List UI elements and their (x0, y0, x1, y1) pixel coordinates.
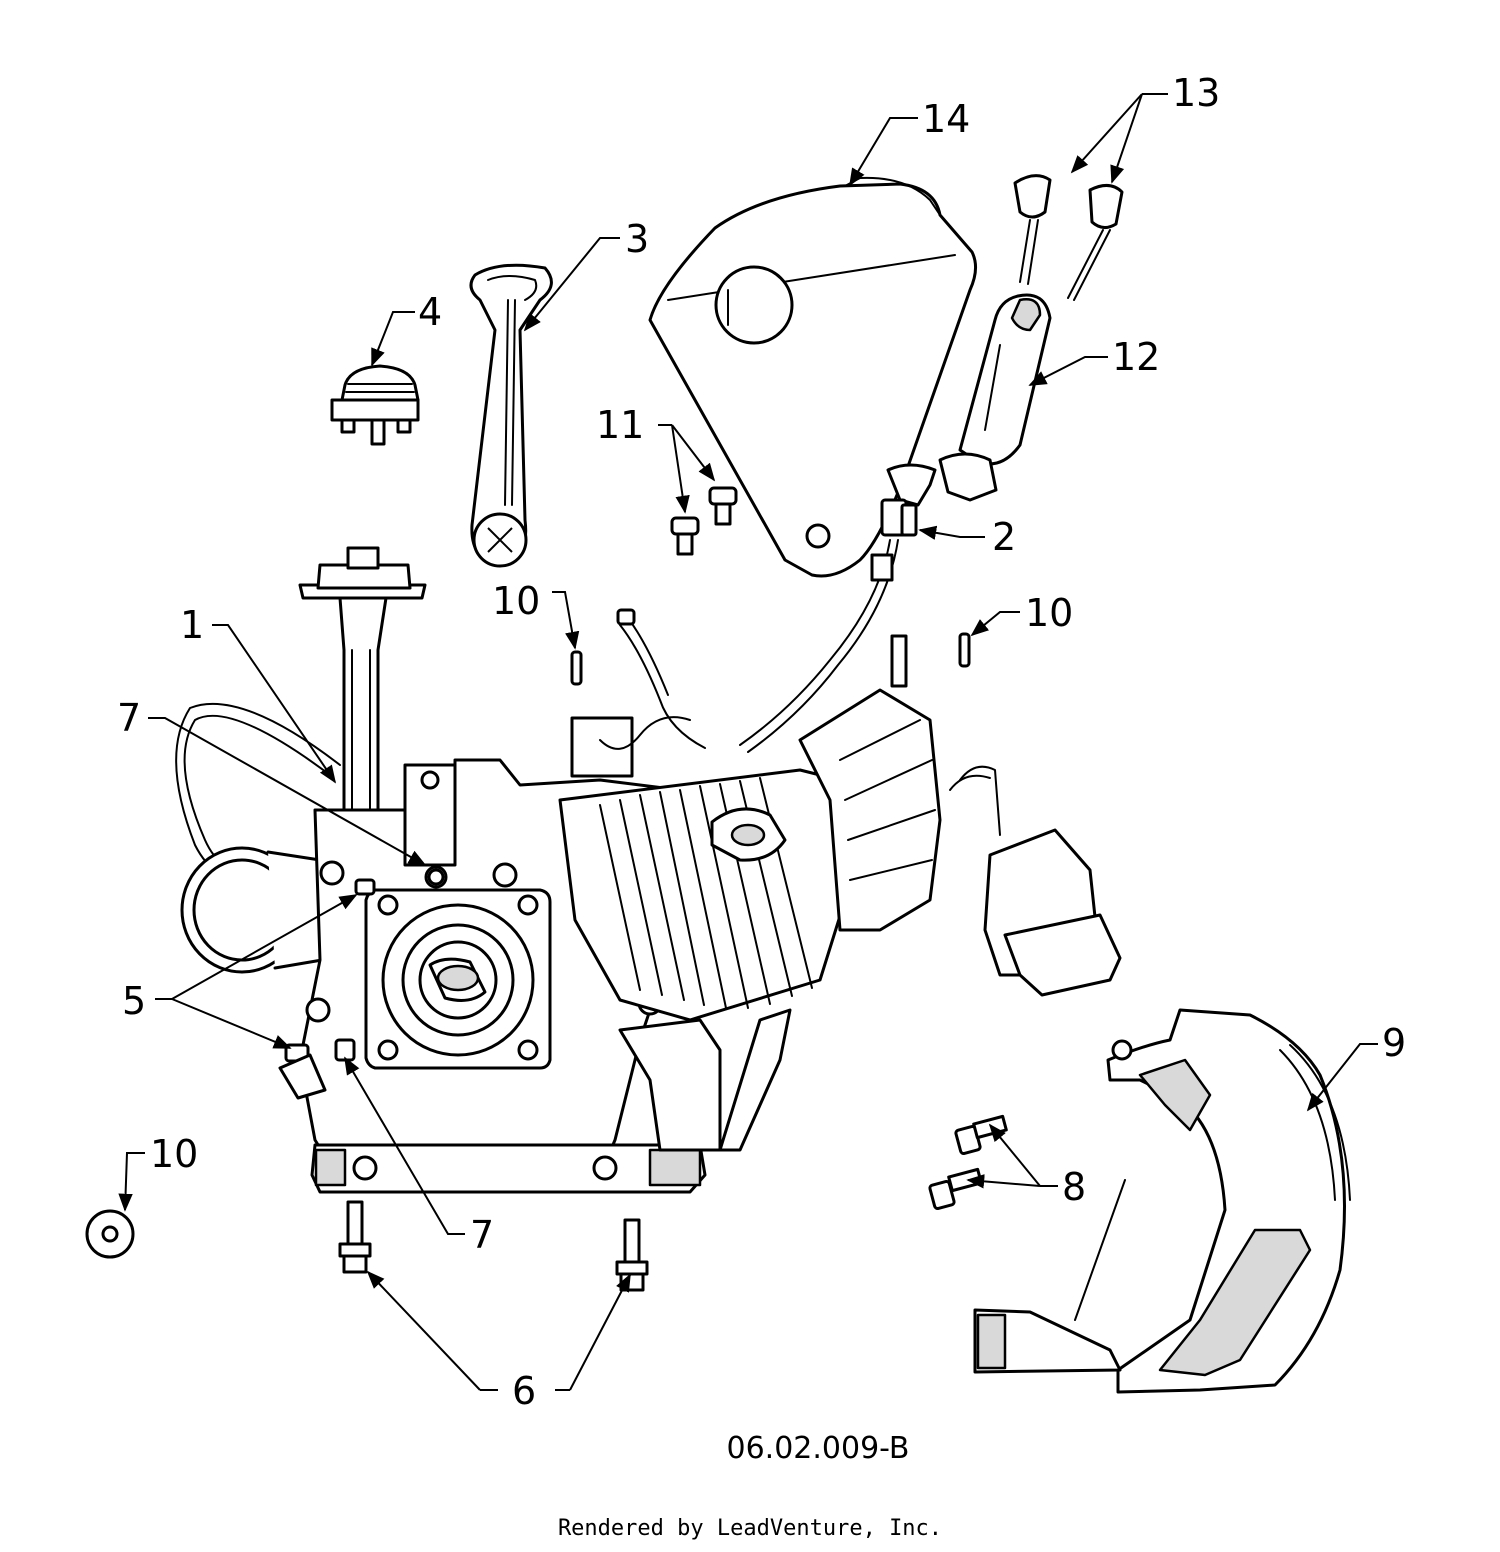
callout-14: 14 (922, 97, 970, 141)
spark-plug-wire-part-2 (739, 463, 937, 753)
callout-12: 12 (1112, 335, 1160, 379)
callout-4: 4 (418, 290, 442, 334)
pins-part-10 (85, 632, 971, 1259)
callout-7-upper: 7 (117, 696, 141, 740)
engine-cover-part-9 (973, 1008, 1351, 1394)
callout-9: 9 (1382, 1021, 1406, 1065)
spark-plugs-part-13 (1013, 174, 1124, 301)
dipstick-part-3 (469, 263, 553, 568)
studs-part-6 (338, 1200, 649, 1292)
callout-1: 1 (180, 603, 204, 647)
blower-housing-part-14 (648, 176, 977, 578)
callout-10-right: 10 (1025, 591, 1073, 635)
callout-10-lower-left: 10 (150, 1132, 198, 1176)
callout-3: 3 (625, 217, 649, 261)
callout-7-lower: 7 (470, 1213, 494, 1257)
ignition-coil-part-12 (938, 293, 1052, 502)
callout-2: 2 (992, 515, 1016, 559)
diagram-code: 06.02.009-B (726, 1431, 909, 1466)
render-credit: Rendered by LeadVenture, Inc. (558, 1516, 942, 1541)
screws-part-11 (670, 486, 738, 556)
leader-lines (118, 93, 1378, 1391)
oil-cap-part-4 (330, 364, 420, 446)
callout-13: 13 (1172, 71, 1220, 115)
callout-labels: 14 13 3 4 12 11 2 10 10 1 7 5 9 10 8 7 6 (117, 71, 1406, 1413)
callout-8: 8 (1062, 1165, 1086, 1209)
callout-11: 11 (596, 403, 644, 447)
engine-block-part-1 (175, 546, 1122, 1194)
callout-6: 6 (512, 1369, 536, 1413)
fittings-part-5-7 (278, 868, 445, 1100)
callout-5: 5 (122, 979, 146, 1023)
callout-10-center: 10 (492, 579, 540, 623)
